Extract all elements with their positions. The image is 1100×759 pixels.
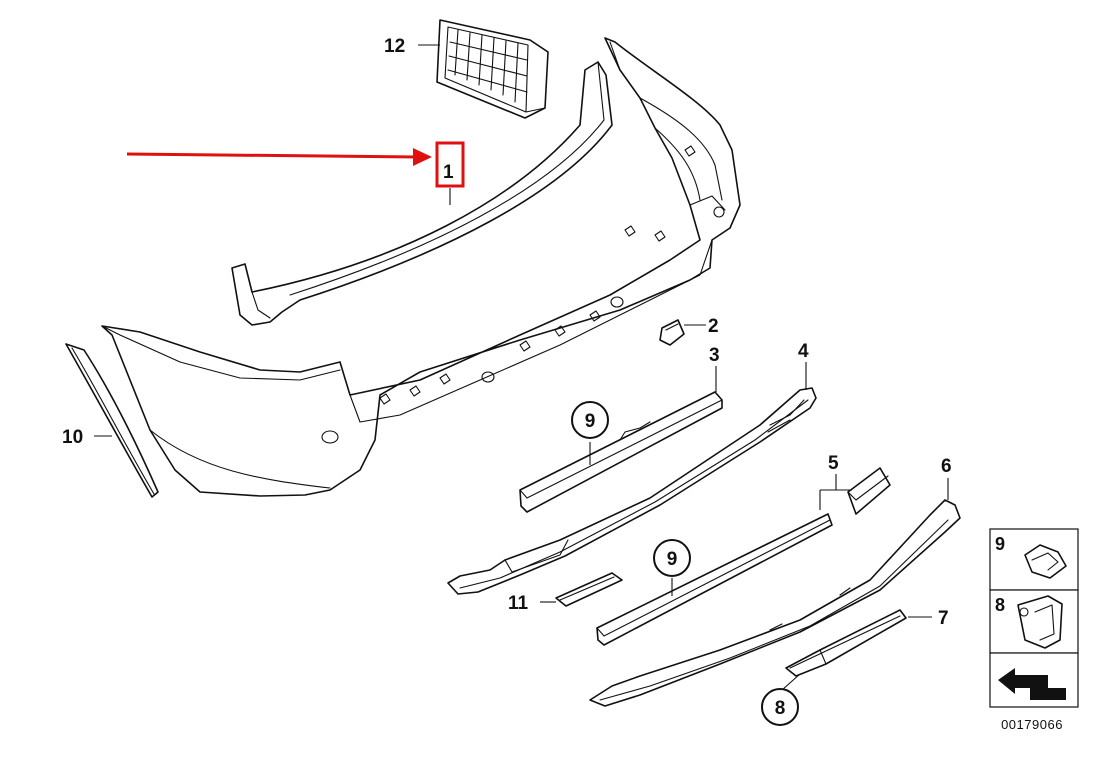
part-2-cap[interactable] [659, 319, 685, 346]
diagram-code: 00179066 [1001, 717, 1063, 732]
part-4-lower-trim[interactable] [447, 387, 817, 595]
callout-4[interactable]: 4 [798, 341, 809, 362]
part-3-bracket[interactable] [519, 391, 723, 513]
callout-9-lower[interactable]: 9 [653, 539, 691, 577]
callout-2[interactable]: 2 [708, 316, 719, 337]
callouts: 12 1 2 3 4 10 5 6 11 7 9 9 8 [62, 36, 952, 726]
part-1-upper-trim[interactable] [231, 61, 613, 326]
svg-text:8: 8 [775, 698, 786, 719]
callout-5[interactable]: 5 [828, 453, 839, 474]
callout-11[interactable]: 11 [508, 593, 529, 614]
callout-9-upper[interactable]: 9 [571, 401, 609, 439]
part-9-strip-lower[interactable] [596, 513, 833, 646]
clip-icon [1024, 544, 1067, 579]
legend-panel: 9 8 00179066 [989, 528, 1079, 732]
callout-12[interactable]: 12 [384, 36, 405, 57]
part-11-reflector[interactable] [555, 572, 623, 607]
callout-7[interactable]: 7 [938, 608, 949, 629]
part-bumper-cover[interactable] [101, 37, 741, 497]
part-6-diffuser[interactable] [589, 499, 961, 707]
highlight-annotation [126, 141, 465, 188]
part-10-side-strip[interactable] [65, 343, 159, 498]
arrow-head-icon [413, 148, 432, 166]
part-5-clip[interactable] [847, 467, 891, 515]
svg-text:9: 9 [995, 534, 1005, 554]
callout-8[interactable]: 8 [761, 688, 799, 726]
part-12-vent-grille[interactable] [436, 19, 549, 119]
callout-1[interactable]: 1 [443, 162, 454, 183]
bracket-clip-icon [1017, 595, 1063, 649]
direction-arrow-icon [998, 668, 1066, 700]
svg-text:9: 9 [585, 411, 596, 432]
highlight-box [435, 141, 465, 188]
callout-10[interactable]: 10 [62, 427, 83, 448]
svg-text:9: 9 [667, 549, 678, 570]
callout-6[interactable]: 6 [941, 456, 952, 477]
highlight-arrow [126, 152, 419, 159]
leader-lines [94, 44, 949, 691]
svg-text:8: 8 [995, 595, 1005, 615]
part-7-lower-strip[interactable] [785, 609, 907, 677]
callout-3[interactable]: 3 [709, 345, 720, 366]
